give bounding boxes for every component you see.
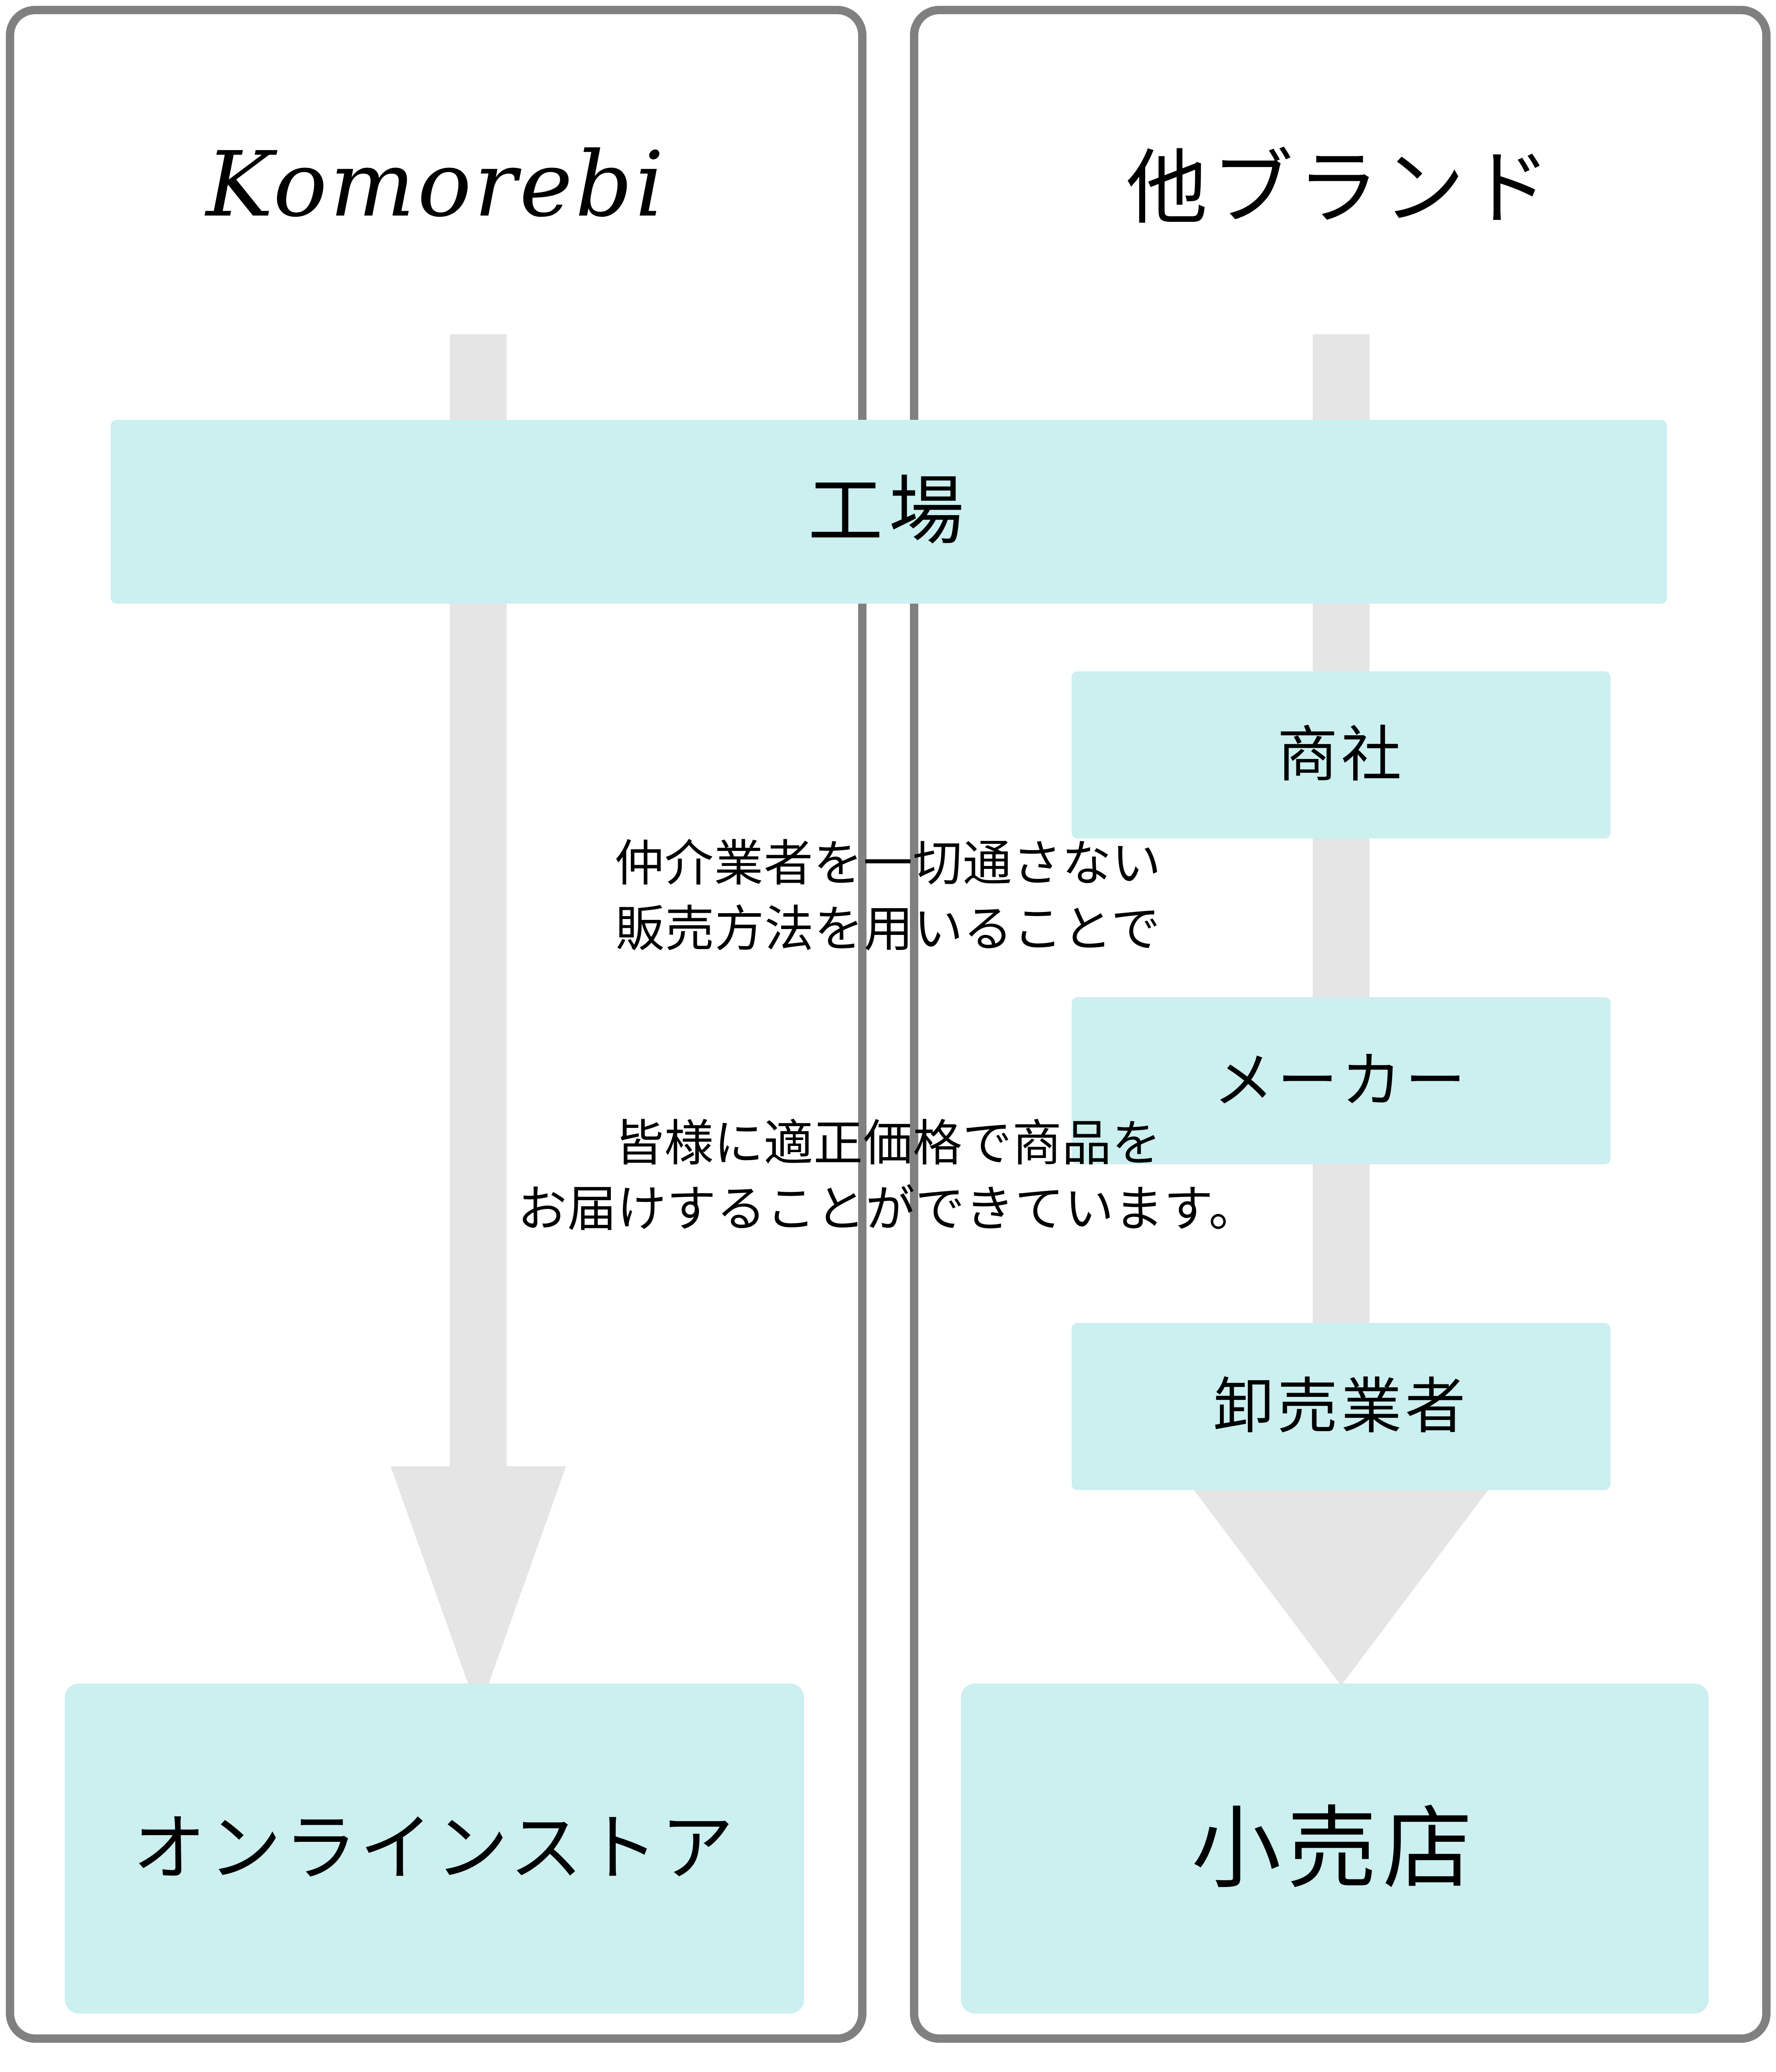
node-trading-company: 商社 [1072,671,1611,838]
node-retail-store: 小売店 [961,1684,1709,2014]
node-online-store: オンラインストア [65,1684,804,2014]
down-arrow-icon-left [391,334,566,1713]
node-factory: 工場 [111,420,1667,604]
panel-title-other-brands: 他ブランド [1126,143,1555,234]
node-manufacturer: メーカー [1072,997,1611,1164]
copy-paragraph-2: 皆様に適正価格で商品を お届けすることができています。 [517,1116,1259,1237]
panel-title-komorebi: Komorebi [206,132,666,237]
copy-paragraph-1: 仲介業者を一切通さない 販売方法を用いることで [614,836,1161,957]
node-wholesaler: 卸売業者 [1072,1323,1611,1490]
